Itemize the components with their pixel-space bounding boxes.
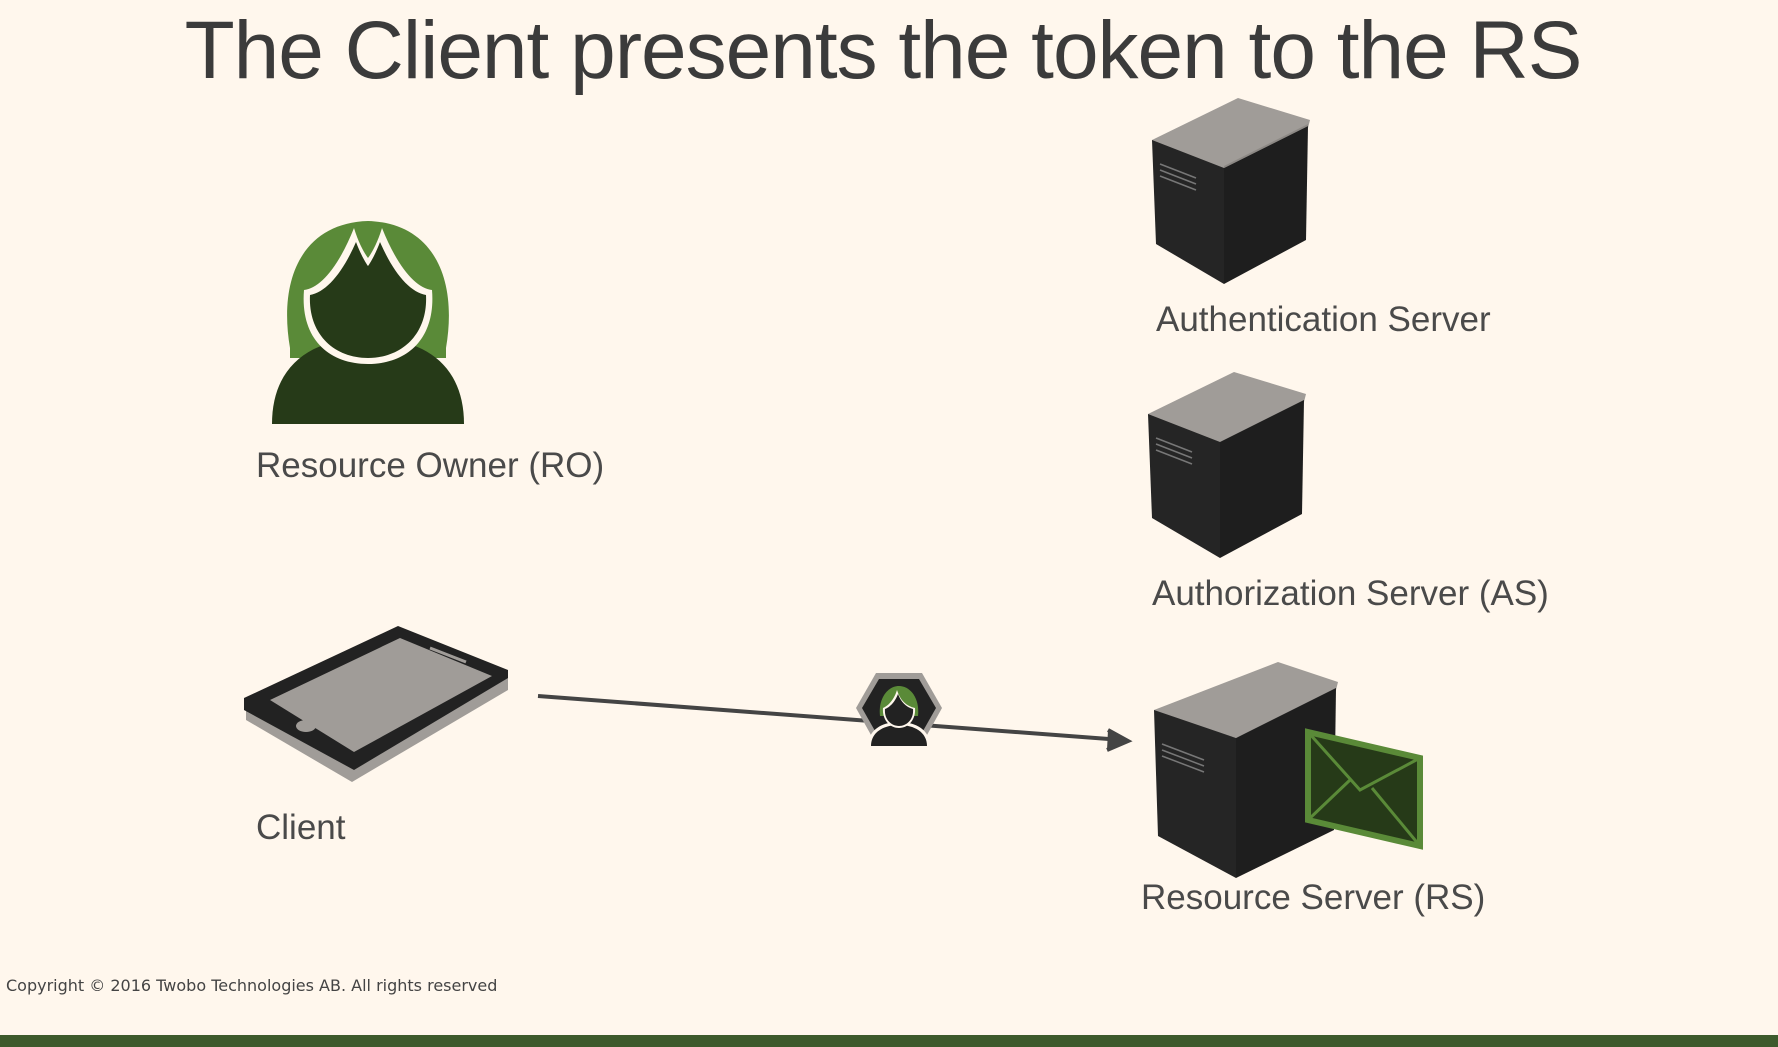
- envelope-icon: [1305, 728, 1423, 850]
- authorization-server-label: Authorization Server (AS): [1152, 574, 1549, 613]
- authorization-server-icon: [1148, 372, 1306, 558]
- resource-server-label: Resource Server (RS): [1141, 878, 1486, 917]
- resource-server-icon: [1154, 662, 1423, 878]
- token-person-icon: [868, 686, 930, 746]
- token-icon: [856, 673, 942, 746]
- client-tablet-icon: [244, 626, 508, 782]
- client-label: Client: [256, 808, 346, 847]
- slide-title: The Client presents the token to the RS: [184, 5, 1583, 96]
- footer-bar: [0, 1035, 1778, 1047]
- copyright-notice: Copyright © 2016 Twobo Technologies AB. …: [6, 976, 498, 995]
- resource-owner-person-icon: [272, 221, 464, 424]
- authentication-server-icon: [1152, 98, 1310, 284]
- client-to-rs-arrow: [537, 694, 1133, 752]
- resource-owner-label: Resource Owner (RO): [256, 446, 605, 485]
- authentication-server-label: Authentication Server: [1156, 300, 1491, 339]
